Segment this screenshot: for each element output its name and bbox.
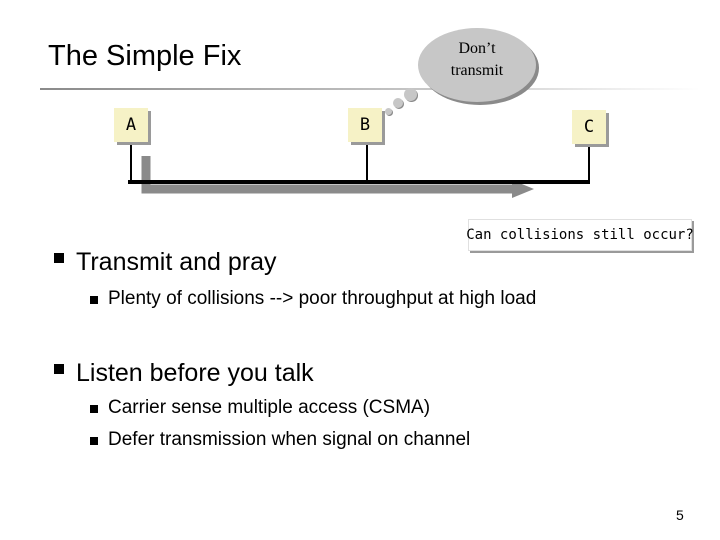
thought-bubble-line2: transmit <box>450 62 504 79</box>
sub-bullet-marker <box>90 437 98 445</box>
page-number: 5 <box>676 507 684 523</box>
title-divider <box>40 88 700 90</box>
sub-bullet-csma: Carrier sense multiple access (CSMA) <box>108 397 431 418</box>
signal-arrow <box>141 156 514 194</box>
node-b: B <box>348 108 382 142</box>
sub-bullet-defer-transmission: Defer transmission when signal on channe… <box>108 429 471 450</box>
node-a-drop-line <box>130 145 132 183</box>
bullet-transmit-and-pray: Transmit and pray <box>76 248 277 276</box>
thought-puff-medium <box>393 98 403 108</box>
signal-arrowhead <box>512 180 534 198</box>
question-callout: Can collisions still occur? <box>466 219 694 251</box>
thought-puff-large <box>404 88 417 101</box>
slide-title: The Simple Fix <box>48 40 242 72</box>
bullet-listen-before-talk: Listen before you talk <box>76 359 314 387</box>
thought-bubble-line1: Don’t <box>458 40 496 57</box>
sub-bullet-marker <box>90 296 98 304</box>
sub-bullet-collisions: Plenty of collisions --> poor throughput… <box>108 288 537 309</box>
node-b-drop-line <box>366 145 368 183</box>
node-a: A <box>114 108 148 142</box>
bullet-marker <box>54 364 64 374</box>
node-c: C <box>572 110 606 144</box>
thought-puff-small <box>385 108 392 115</box>
thought-bubble: Don’t transmit <box>418 28 536 102</box>
sub-bullet-marker <box>90 405 98 413</box>
shared-bus <box>128 180 590 184</box>
node-c-drop-line <box>588 147 590 183</box>
bullet-marker <box>54 253 64 263</box>
